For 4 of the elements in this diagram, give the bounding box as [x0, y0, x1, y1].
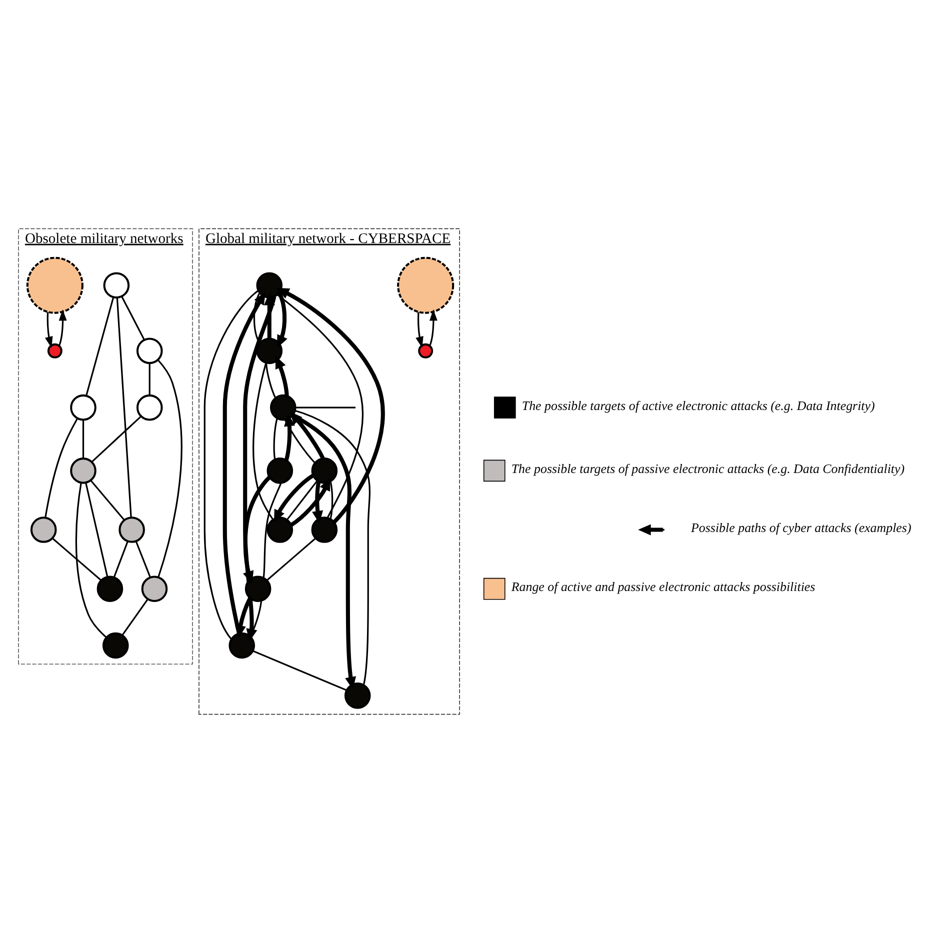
- legend-label: Range of active and passive electronic attacks possibilities: [511, 579, 816, 594]
- legend-label: The possible targets of active electronic attacks (e.g. Data Integrity): [522, 398, 875, 413]
- legend-label: Possible paths of cyber attacks (examples): [691, 520, 912, 536]
- legend-label: The possible targets of passive electronic attacks (e.g. Data Confidentiality): [511, 460, 905, 476]
